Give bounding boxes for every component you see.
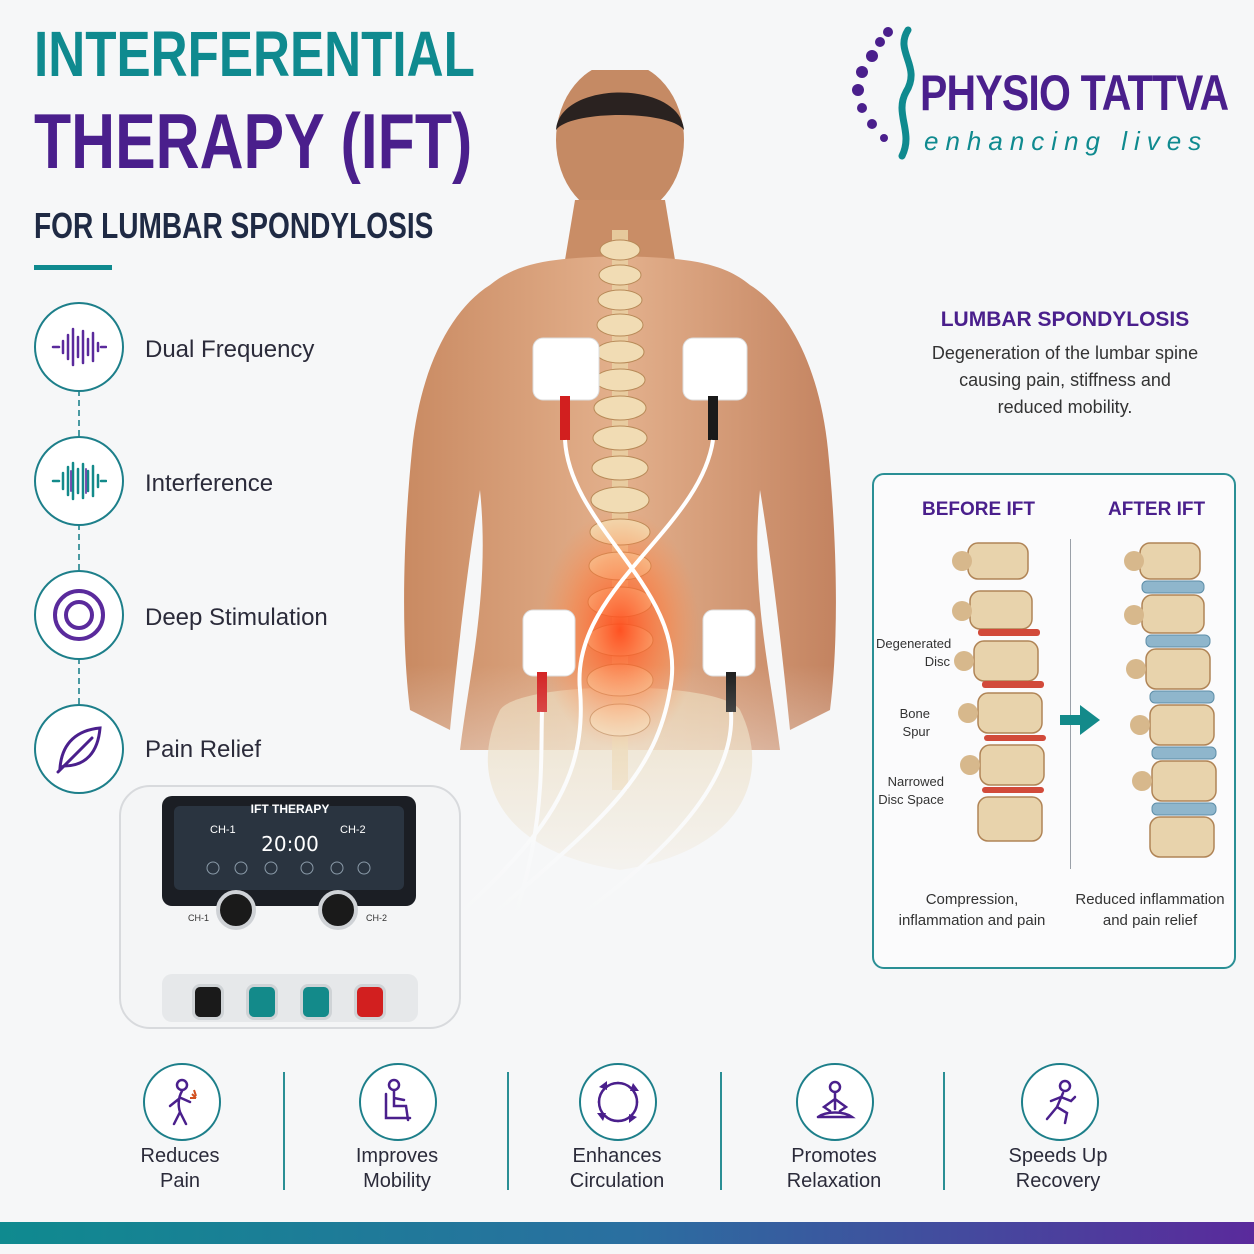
- knob-label-2: CH-2: [366, 913, 388, 923]
- benefit-divider: [283, 1072, 285, 1190]
- leaf-icon: [34, 704, 124, 794]
- knob-label-1: CH-1: [188, 913, 210, 923]
- device-connectors: [188, 982, 388, 1022]
- condition-description: Degeneration of the lumbar spine causing…: [931, 343, 1199, 417]
- feature-connector: [78, 658, 80, 704]
- benefit-divider: [943, 1072, 945, 1190]
- bottom-gradient-bar: [0, 1222, 1254, 1244]
- device-channel-1: CH-1: [210, 824, 236, 836]
- comparison-panel: BEFORE IFT AFTER IFT Degenerated Disc Bo…: [872, 473, 1236, 969]
- label-degenerated-disc: Degenerated Disc: [876, 636, 952, 669]
- feature-label: Interference: [145, 470, 274, 497]
- condition-heading: LUMBAR SPONDYLOSIS: [940, 308, 1190, 331]
- spine-before-icon: [952, 542, 1046, 842]
- feature-label: Pain Relief: [145, 736, 262, 763]
- circular-arrows-icon: [579, 1063, 657, 1141]
- comparison-divider: [1070, 539, 1071, 869]
- device-connector-1: [192, 984, 224, 1020]
- benefit-divider: [507, 1072, 509, 1190]
- brand-tagline: enhancing lives: [924, 126, 1209, 156]
- before-heading: BEFORE IFT: [922, 499, 1035, 520]
- after-caption: Reduced inflammation and pain relief: [1075, 891, 1225, 929]
- meditation-person-icon: [796, 1063, 874, 1141]
- feature-connector: [78, 390, 80, 436]
- arrow-right-icon: [1060, 705, 1100, 735]
- back-illustration: [350, 70, 880, 920]
- brand-name: PHYSIO TATTVA: [920, 65, 1229, 121]
- device-screen-title: IFT THERAPY: [250, 802, 330, 816]
- spine-after-icon: [1124, 542, 1217, 858]
- device-channel-2: CH-2: [340, 824, 366, 836]
- device-connector-3: [300, 984, 332, 1020]
- device-timer: 20:00: [261, 832, 319, 856]
- target-rings-icon: [34, 570, 124, 660]
- seated-person-icon: [359, 1063, 437, 1141]
- back-pain-person-icon: [143, 1063, 221, 1141]
- interference-wave-icon: [34, 436, 124, 526]
- label-narrowed-disc-space: Narrowed Disc Space: [878, 774, 944, 807]
- ift-device: [119, 785, 461, 1029]
- waveform-icon: [34, 302, 124, 392]
- running-person-icon: [1021, 1063, 1099, 1141]
- benefit-divider: [720, 1072, 722, 1190]
- after-heading: AFTER IFT: [1108, 499, 1206, 520]
- feature-connector: [78, 524, 80, 570]
- before-caption: Compression, inflammation and pain: [898, 891, 1046, 929]
- device-connector-2: [246, 984, 278, 1020]
- device-connector-4: [354, 984, 386, 1020]
- label-bone-spur: Bone Spur: [899, 706, 930, 739]
- feature-label: Dual Frequency: [145, 336, 315, 363]
- title-underline: [34, 265, 112, 270]
- feature-label: Deep Stimulation: [145, 604, 328, 631]
